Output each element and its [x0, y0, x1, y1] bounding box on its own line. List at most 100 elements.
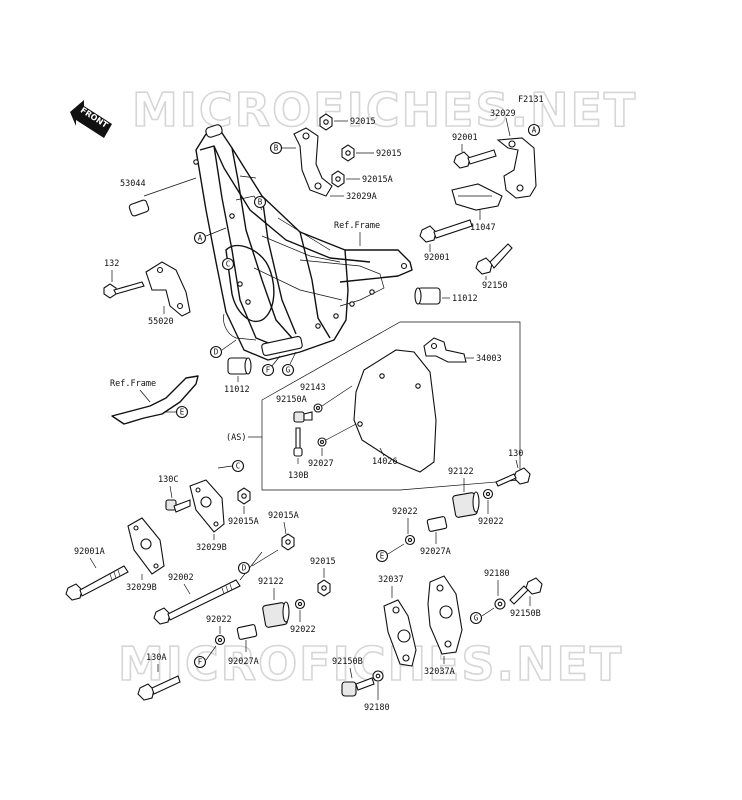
part-130A: 130A — [146, 653, 166, 663]
washer-icon — [482, 488, 494, 500]
part-92180-right: 92180 — [484, 569, 510, 579]
diagram-code: F2131 — [518, 95, 544, 105]
part-92015-mid: 92015 — [376, 149, 402, 159]
bolt-icon — [293, 427, 303, 457]
part-32029: 32029 — [490, 109, 516, 119]
part-92150B-right: 92150B — [510, 609, 541, 619]
bolt-icon — [475, 243, 513, 275]
washer-nut-icon — [331, 170, 345, 188]
callout-d-mid — [237, 561, 251, 575]
collar-92027A-low — [236, 624, 258, 640]
bolt-icon — [453, 149, 497, 169]
callout-a-frame-label: A — [198, 234, 203, 243]
callout-f-low-label: F — [198, 658, 203, 667]
part-130B: 130B — [288, 471, 308, 481]
sleeve-53044 — [128, 199, 150, 217]
nut-icon — [341, 144, 355, 162]
link-32037A — [427, 575, 463, 655]
bracket-34003 — [423, 337, 467, 363]
part-92027A-low: 92027A — [228, 657, 259, 667]
part-32029B-low: 32029B — [126, 583, 157, 593]
washer-icon — [404, 534, 416, 546]
washer-icon — [294, 598, 306, 610]
part-92015A-mid: 92015A — [228, 517, 259, 527]
assembly-label: (AS) — [226, 433, 246, 443]
callout-b-frame-label: B — [258, 198, 263, 207]
part-53044: 53044 — [120, 179, 146, 189]
ref-frame-left-label: Ref.Frame — [110, 379, 156, 389]
bolt-icon — [153, 579, 241, 625]
callout-c-frame-label: C — [226, 260, 231, 269]
callout-b-top-label: B — [274, 144, 279, 153]
part-92022-low: 92022 — [290, 625, 316, 635]
part-32029B-top: 32029B — [196, 543, 227, 553]
bolt-icon — [165, 499, 191, 513]
link-32037 — [383, 599, 417, 667]
side-bracket — [111, 375, 199, 425]
nut-icon — [237, 487, 251, 505]
callout-d-frame — [209, 345, 223, 359]
collar-92027A — [426, 516, 448, 532]
part-92180-low: 92180 — [364, 703, 390, 713]
callout-b-frame — [253, 195, 267, 209]
part-92022-right: 92022 — [478, 517, 504, 527]
bracket-32029A — [293, 127, 333, 197]
part-92022-mid: 92022 — [392, 507, 418, 517]
part-11012-right: 11012 — [452, 294, 478, 304]
part-92015A-top: 92015A — [362, 175, 393, 185]
part-92150B-low: 92150B — [332, 657, 363, 667]
part-92002: 92002 — [168, 573, 194, 583]
part-14026: 14026 — [372, 457, 398, 467]
callout-c-mid-label: C — [236, 462, 241, 471]
part-32029A: 32029A — [346, 192, 377, 202]
part-34003: 34003 — [476, 354, 502, 364]
spacer-92122 — [452, 491, 480, 518]
bolt-icon — [341, 677, 375, 697]
part-132: 132 — [104, 259, 119, 269]
part-92122-right: 92122 — [448, 467, 474, 477]
nut-icon — [281, 533, 295, 551]
callout-d-frame-label: D — [214, 348, 219, 357]
part-92001-mid: 92001 — [424, 253, 450, 263]
bolt-icon — [103, 281, 145, 299]
bushing-11012-left — [227, 357, 252, 375]
part-11012-left: 11012 — [224, 385, 250, 395]
callout-e-left-label: E — [180, 408, 185, 417]
callout-a-right-label: A — [532, 126, 537, 135]
part-32037A: 32037A — [424, 667, 455, 677]
washer-icon — [214, 634, 226, 646]
bushing-11012-right — [414, 287, 441, 305]
bracket-11047 — [451, 183, 503, 211]
part-92001-top: 92001 — [452, 133, 478, 143]
part-92022-lower: 92022 — [206, 615, 232, 625]
nut-icon — [317, 579, 331, 597]
part-55020: 55020 — [148, 317, 174, 327]
callout-g-low-label: G — [474, 614, 479, 623]
ref-frame-top-label: Ref.Frame — [334, 221, 380, 231]
callout-f-frame — [261, 363, 275, 377]
nut-icon — [319, 113, 333, 131]
callout-g-frame — [281, 363, 295, 377]
plate-32029B-top — [189, 479, 225, 533]
bracket-32029 — [496, 137, 537, 199]
callout-g-frame-label: G — [286, 366, 291, 375]
part-92015-low: 92015 — [310, 557, 336, 567]
washer-icon — [372, 670, 384, 682]
part-92122-low: 92122 — [258, 577, 284, 587]
part-32037: 32037 — [378, 575, 404, 585]
callout-c-mid — [231, 459, 245, 473]
callout-e-right-label: E — [380, 552, 385, 561]
callout-a-frame — [193, 231, 207, 245]
callout-e-left — [175, 405, 189, 419]
part-92143: 92143 — [300, 383, 326, 393]
guard-55020 — [145, 261, 191, 317]
callout-f-frame-label: F — [266, 366, 271, 375]
callout-e-right — [375, 549, 389, 563]
washer-icon — [494, 598, 506, 610]
bolt-icon — [419, 219, 473, 243]
part-130C: 130C — [158, 475, 178, 485]
part-92027: 92027 — [308, 459, 334, 469]
part-11047: 11047 — [470, 223, 496, 233]
